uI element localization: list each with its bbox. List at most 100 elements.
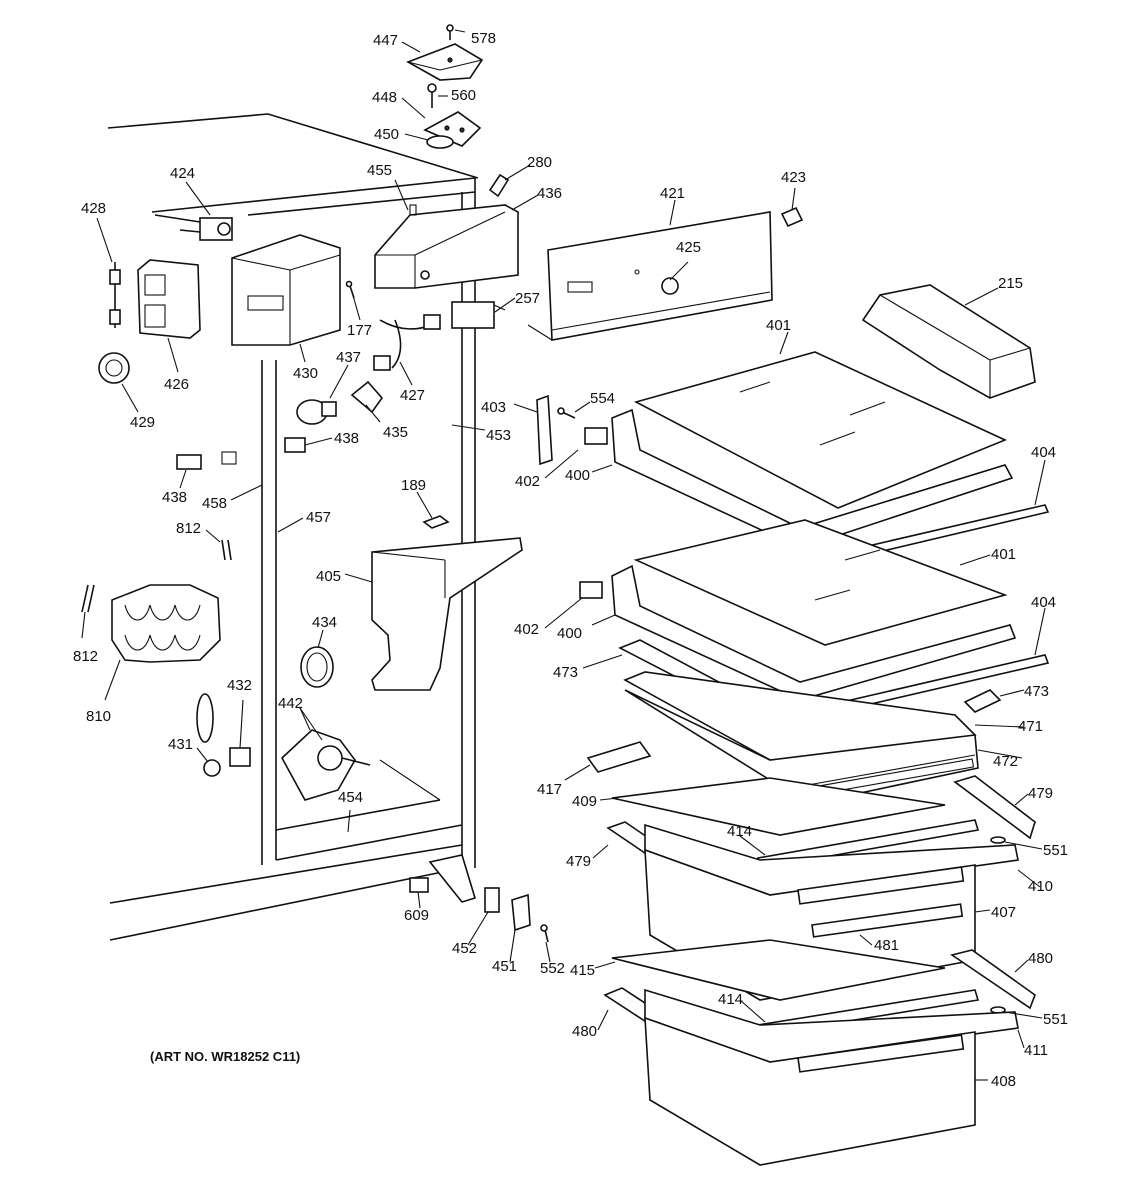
light-423	[780, 206, 804, 228]
callout-215: 215	[998, 275, 1023, 292]
callout-472: 472	[993, 753, 1018, 770]
callout-404-upper: 404	[1031, 444, 1056, 461]
callout-435: 435	[383, 424, 408, 441]
tube-812-upper	[221, 539, 232, 561]
part-280	[488, 173, 510, 198]
callout-402-upper: 402	[515, 473, 540, 490]
drawer-408	[644, 1016, 976, 1166]
housing-436	[374, 204, 519, 289]
gasket-450	[426, 135, 454, 149]
callout-407: 407	[991, 904, 1016, 921]
callout-473-left: 473	[553, 664, 578, 681]
rail-480-right	[950, 949, 1036, 1010]
callout-401-upper: 401	[766, 317, 791, 334]
callout-480-left: 480	[572, 1023, 597, 1040]
grille-434	[300, 646, 334, 688]
relay-257	[451, 301, 506, 329]
hinge-451	[511, 893, 531, 932]
grommet-432	[229, 747, 251, 767]
part-189	[422, 515, 450, 529]
callout-458: 458	[202, 495, 227, 512]
callout-414-lower: 414	[718, 991, 743, 1008]
bracket-403	[536, 394, 553, 466]
callout-454: 454	[338, 789, 363, 806]
shelf-frame-400-lower	[579, 564, 1017, 701]
callout-177: 177	[347, 322, 372, 339]
callout-473-right: 473	[1024, 683, 1049, 700]
bin-215	[861, 284, 1036, 399]
thermostat-424	[154, 214, 233, 241]
callout-189: 189	[401, 477, 426, 494]
callout-410: 410	[1028, 878, 1053, 895]
callout-455: 455	[367, 162, 392, 179]
callout-442: 442	[278, 695, 303, 712]
screw-560	[427, 83, 437, 108]
callout-551-lower: 551	[1043, 1011, 1068, 1028]
part-609	[409, 877, 429, 893]
callout-438-upper: 438	[334, 430, 359, 447]
handle-481	[811, 903, 964, 938]
switch-438-upper	[284, 437, 306, 453]
duct-405	[371, 537, 523, 691]
tube-812-lower	[81, 584, 95, 613]
glass-415	[611, 939, 946, 1001]
callout-431: 431	[168, 736, 193, 753]
callout-481: 481	[874, 937, 899, 954]
callout-450: 450	[374, 126, 399, 143]
callout-409: 409	[572, 793, 597, 810]
callout-438-lower: 438	[162, 489, 187, 506]
callout-400-lower: 400	[557, 625, 582, 642]
rail-479-right	[953, 775, 1036, 840]
callout-400-upper: 400	[565, 467, 590, 484]
callout-427: 427	[400, 387, 425, 404]
callout-578: 578	[471, 30, 496, 47]
callout-551-upper: 551	[1043, 842, 1068, 859]
cover-447	[406, 43, 484, 81]
callout-448: 448	[372, 89, 397, 106]
callout-428: 428	[81, 200, 106, 217]
callout-402-lower: 402	[514, 621, 539, 638]
shelf-frame-400-upper	[584, 408, 1014, 549]
callout-432: 432	[227, 677, 252, 694]
callout-429: 429	[130, 414, 155, 431]
callout-423: 423	[781, 169, 806, 186]
callout-434: 434	[312, 614, 337, 631]
fan-442	[280, 729, 371, 801]
callout-257: 257	[515, 290, 540, 307]
callout-403: 403	[481, 399, 506, 416]
callout-453: 453	[486, 427, 511, 444]
bracket-452	[484, 887, 500, 913]
callout-414-upper: 414	[727, 823, 752, 840]
callout-437: 437	[336, 349, 361, 366]
screw-578	[446, 24, 454, 40]
screw-554	[557, 407, 576, 419]
callout-436: 436	[537, 185, 562, 202]
rail-473-right	[963, 689, 1002, 713]
callout-425: 425	[676, 239, 701, 256]
harness-427	[373, 314, 441, 371]
callout-560: 560	[451, 87, 476, 104]
callout-426: 426	[164, 376, 189, 393]
callout-810: 810	[86, 708, 111, 725]
callout-552: 552	[540, 960, 565, 977]
bracket-leg	[428, 854, 476, 903]
callout-430: 430	[293, 365, 318, 382]
callout-479-right: 479	[1028, 785, 1053, 802]
knob-425	[661, 277, 679, 295]
timer-429	[98, 352, 130, 384]
callout-812-upper: 812	[176, 520, 201, 537]
callout-408: 408	[991, 1073, 1016, 1090]
callout-411: 411	[1024, 1042, 1048, 1059]
glass-409	[611, 777, 946, 836]
callout-609: 609	[404, 907, 429, 924]
callout-labels: 447 578 448 560 450 280 455 436 424 428 …	[73, 30, 1068, 1090]
control-panel-421	[527, 211, 773, 341]
callout-424: 424	[170, 165, 195, 182]
switch-438-lower	[176, 451, 237, 470]
heater-810	[111, 584, 221, 663]
callout-479-left: 479	[566, 853, 591, 870]
coil-cover	[196, 693, 214, 743]
callout-447: 447	[373, 32, 398, 49]
callout-554: 554	[590, 390, 615, 407]
